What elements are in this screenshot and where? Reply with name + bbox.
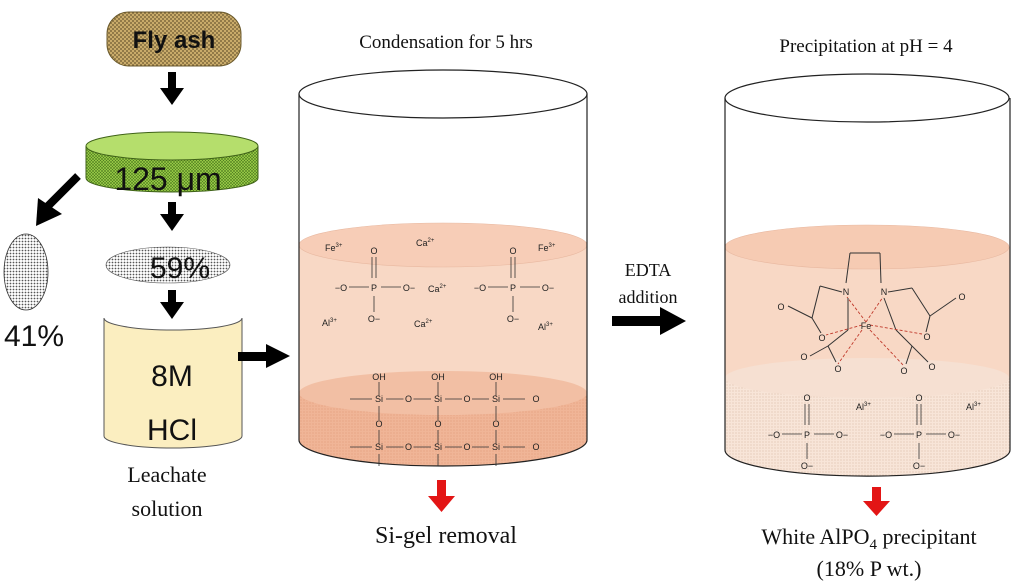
product-label: White AlPO4 precipitant — [761, 524, 976, 553]
phosphorus-atom: P — [510, 283, 516, 293]
bridging-oxygen: O — [405, 394, 412, 404]
red-arrow-si-gel — [428, 480, 455, 512]
bridging-oxygen: O — [492, 419, 499, 429]
oxygen-anion: O− — [836, 430, 848, 440]
silicon-atom: Si — [375, 442, 383, 452]
phosphorus-atom: P — [916, 430, 922, 440]
iron-center: Fe — [861, 321, 872, 331]
calcium-ion: Ca2+ — [414, 319, 433, 329]
oxygen-atom: O — [803, 393, 810, 403]
silicon-atom: Si — [375, 394, 383, 404]
acid-concentration-label: 8M — [151, 360, 193, 393]
bridging-oxygen: O — [463, 442, 470, 452]
beaker2-title: Precipitation at pH = 4 — [779, 36, 953, 57]
beaker2 — [724, 73, 1011, 477]
oxygen-anion: O− — [948, 430, 960, 440]
acid-name-label: HCl — [147, 414, 197, 447]
fine-fraction-node: 59% — [105, 246, 231, 285]
oxygen-anion: O− — [368, 314, 380, 324]
hydroxyl-group: OH — [372, 372, 386, 382]
oxygen-atom: O — [900, 366, 907, 376]
sieve-node: 125 μm — [85, 131, 259, 197]
silicon-atom: Si — [492, 394, 500, 404]
bridging-oxygen: O — [405, 442, 412, 452]
beaker2-ions: Al3+ Al3+ — [856, 402, 981, 412]
oxygen-atom: O — [370, 246, 377, 256]
silicon-atom: Si — [434, 394, 442, 404]
iron-ion: Fe3+ — [325, 243, 343, 253]
oxygen-atom: O — [928, 362, 935, 372]
oxygen-anion: −O — [880, 430, 892, 440]
oxygen-atom: O — [923, 332, 930, 342]
beaker1-ions: Fe3+ Fe3+ Ca2+ Ca2+ Ca2+ Al3+ Al3+ — [322, 238, 556, 332]
phosphorus-atom: P — [371, 283, 377, 293]
arrow-diagonal-coarse — [36, 173, 81, 226]
oxygen-atom: O — [915, 393, 922, 403]
coarse-percent-label: 41% — [4, 320, 64, 353]
beaker1-phosphates: P O −O O− O− P O −O O− O− — [335, 246, 554, 324]
coarse-fraction-node: 41% — [3, 233, 64, 353]
phosphate-ion: P O −O O− O− — [335, 246, 415, 324]
acid-container: 8M HCl — [103, 317, 243, 449]
edta-label-line2: addition — [619, 287, 678, 307]
arrow-down-3 — [160, 290, 184, 319]
leachate-label-line1: Leachate — [127, 462, 206, 487]
beaker2-phosphates: P O −O O− O− P O −O O− O− — [768, 393, 960, 471]
aluminum-ion: Al3+ — [538, 322, 553, 332]
nitrogen-atom: N — [843, 287, 850, 297]
beaker1 — [298, 69, 588, 467]
silicon-atom: Si — [492, 442, 500, 452]
edta-label-line1: EDTA — [625, 260, 672, 280]
oxygen-anion: O− — [801, 461, 813, 471]
phosphate-ion: P O −O O− O− — [880, 393, 960, 471]
oxygen-anion: O− — [913, 461, 925, 471]
hydroxyl-group: OH — [489, 372, 503, 382]
bridging-oxygen: O — [434, 419, 441, 429]
bridging-oxygen: O — [532, 394, 539, 404]
phosphorus-atom: P — [804, 430, 810, 440]
arrow-down-2 — [160, 202, 184, 231]
phosphate-ion: P O −O O− O− — [474, 246, 554, 324]
oxygen-anion: −O — [335, 283, 347, 293]
oxygen-anion: −O — [474, 283, 486, 293]
bridging-oxygen: O — [463, 394, 470, 404]
oxygen-atom: O — [834, 364, 841, 374]
si-gel-removal-label: Si-gel removal — [375, 523, 517, 549]
arrow-down-1 — [160, 72, 184, 105]
product-note: (18% P wt.) — [817, 556, 922, 581]
nitrogen-atom: N — [881, 287, 888, 297]
red-arrow-precipitate — [863, 487, 890, 516]
arrow-right-edta — [612, 307, 686, 335]
phosphate-ion: P O −O O− O− — [768, 393, 848, 471]
fly-ash-node: Fly ash — [106, 11, 242, 67]
bridging-oxygen: O — [532, 442, 539, 452]
calcium-ion: Ca2+ — [428, 284, 447, 294]
oxygen-anion: −O — [768, 430, 780, 440]
silicon-atom: Si — [434, 442, 442, 452]
bridging-oxygen: O — [375, 419, 382, 429]
oxygen-atom: O — [800, 352, 807, 362]
oxygen-atom: O — [958, 292, 965, 302]
oxygen-atom: O — [818, 333, 825, 343]
aluminum-ion: Al3+ — [856, 402, 871, 412]
arrow-right-to-beaker1 — [238, 344, 290, 368]
oxygen-anion: O− — [542, 283, 554, 293]
fly-ash-label: Fly ash — [133, 27, 216, 54]
oxygen-atom: O — [777, 302, 784, 312]
sieve-size-label: 125 μm — [114, 161, 221, 197]
leachate-label-line2: solution — [132, 496, 203, 521]
oxygen-anion: O− — [403, 283, 415, 293]
oxygen-anion: O− — [507, 314, 519, 324]
fine-percent-label: 59% — [150, 252, 210, 285]
aluminum-ion: Al3+ — [322, 318, 337, 328]
hydroxyl-group: OH — [431, 372, 445, 382]
oxygen-atom: O — [509, 246, 516, 256]
iron-ion: Fe3+ — [538, 243, 556, 253]
calcium-ion: Ca2+ — [416, 238, 435, 248]
beaker1-title: Condensation for 5 hrs — [359, 32, 533, 53]
aluminum-ion: Al3+ — [966, 402, 981, 412]
